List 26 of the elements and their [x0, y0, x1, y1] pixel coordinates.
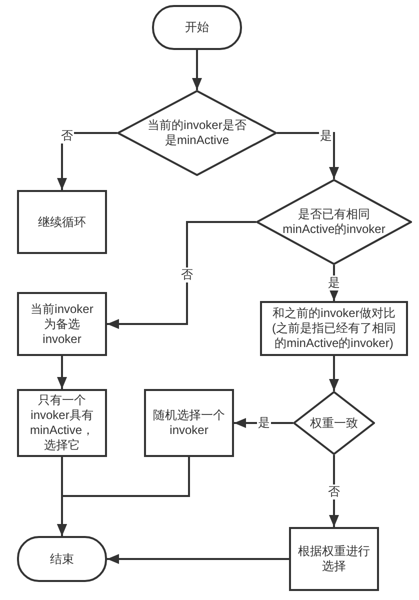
- flow-arrow: [57, 457, 190, 536]
- edge-label: 是: [327, 276, 341, 290]
- process-box: 继续循环: [17, 190, 107, 254]
- edge-label: 否: [180, 268, 194, 282]
- edge-label: 否: [60, 128, 74, 144]
- edge-label: 是: [257, 416, 271, 430]
- decision-diamond: 是否已有相同minActive的invoker: [256, 179, 412, 265]
- process-box: 当前invoker为备选invoker: [17, 292, 107, 356]
- decision-diamond: 当前的invoker是否是minActive: [117, 90, 277, 176]
- flow-arrow: [107, 221, 256, 329]
- process-box: 和之前的invoker做对比(之前是指已经有了相同的minActive的invoker): [260, 301, 408, 356]
- terminal-box: 开始: [152, 5, 242, 50]
- flow-arrow: [277, 132, 339, 179]
- process-box: 随机选择一个invoker: [144, 389, 234, 457]
- flow-arrow: [234, 418, 293, 428]
- terminal-box: 结束: [17, 536, 107, 582]
- edge-label: 是: [319, 128, 333, 144]
- flow-arrow: [329, 356, 339, 391]
- decision-diamond: 权重一致: [293, 391, 375, 455]
- flow-arrow: [107, 554, 289, 564]
- process-box: 只有一个invoker具有minActive，选择它: [17, 389, 107, 457]
- flow-arrow: [57, 132, 117, 190]
- process-box: 根据权重进行选择: [289, 527, 379, 591]
- flow-arrow: [57, 356, 67, 389]
- edge-label: 否: [327, 484, 341, 500]
- flow-arrow: [192, 50, 202, 90]
